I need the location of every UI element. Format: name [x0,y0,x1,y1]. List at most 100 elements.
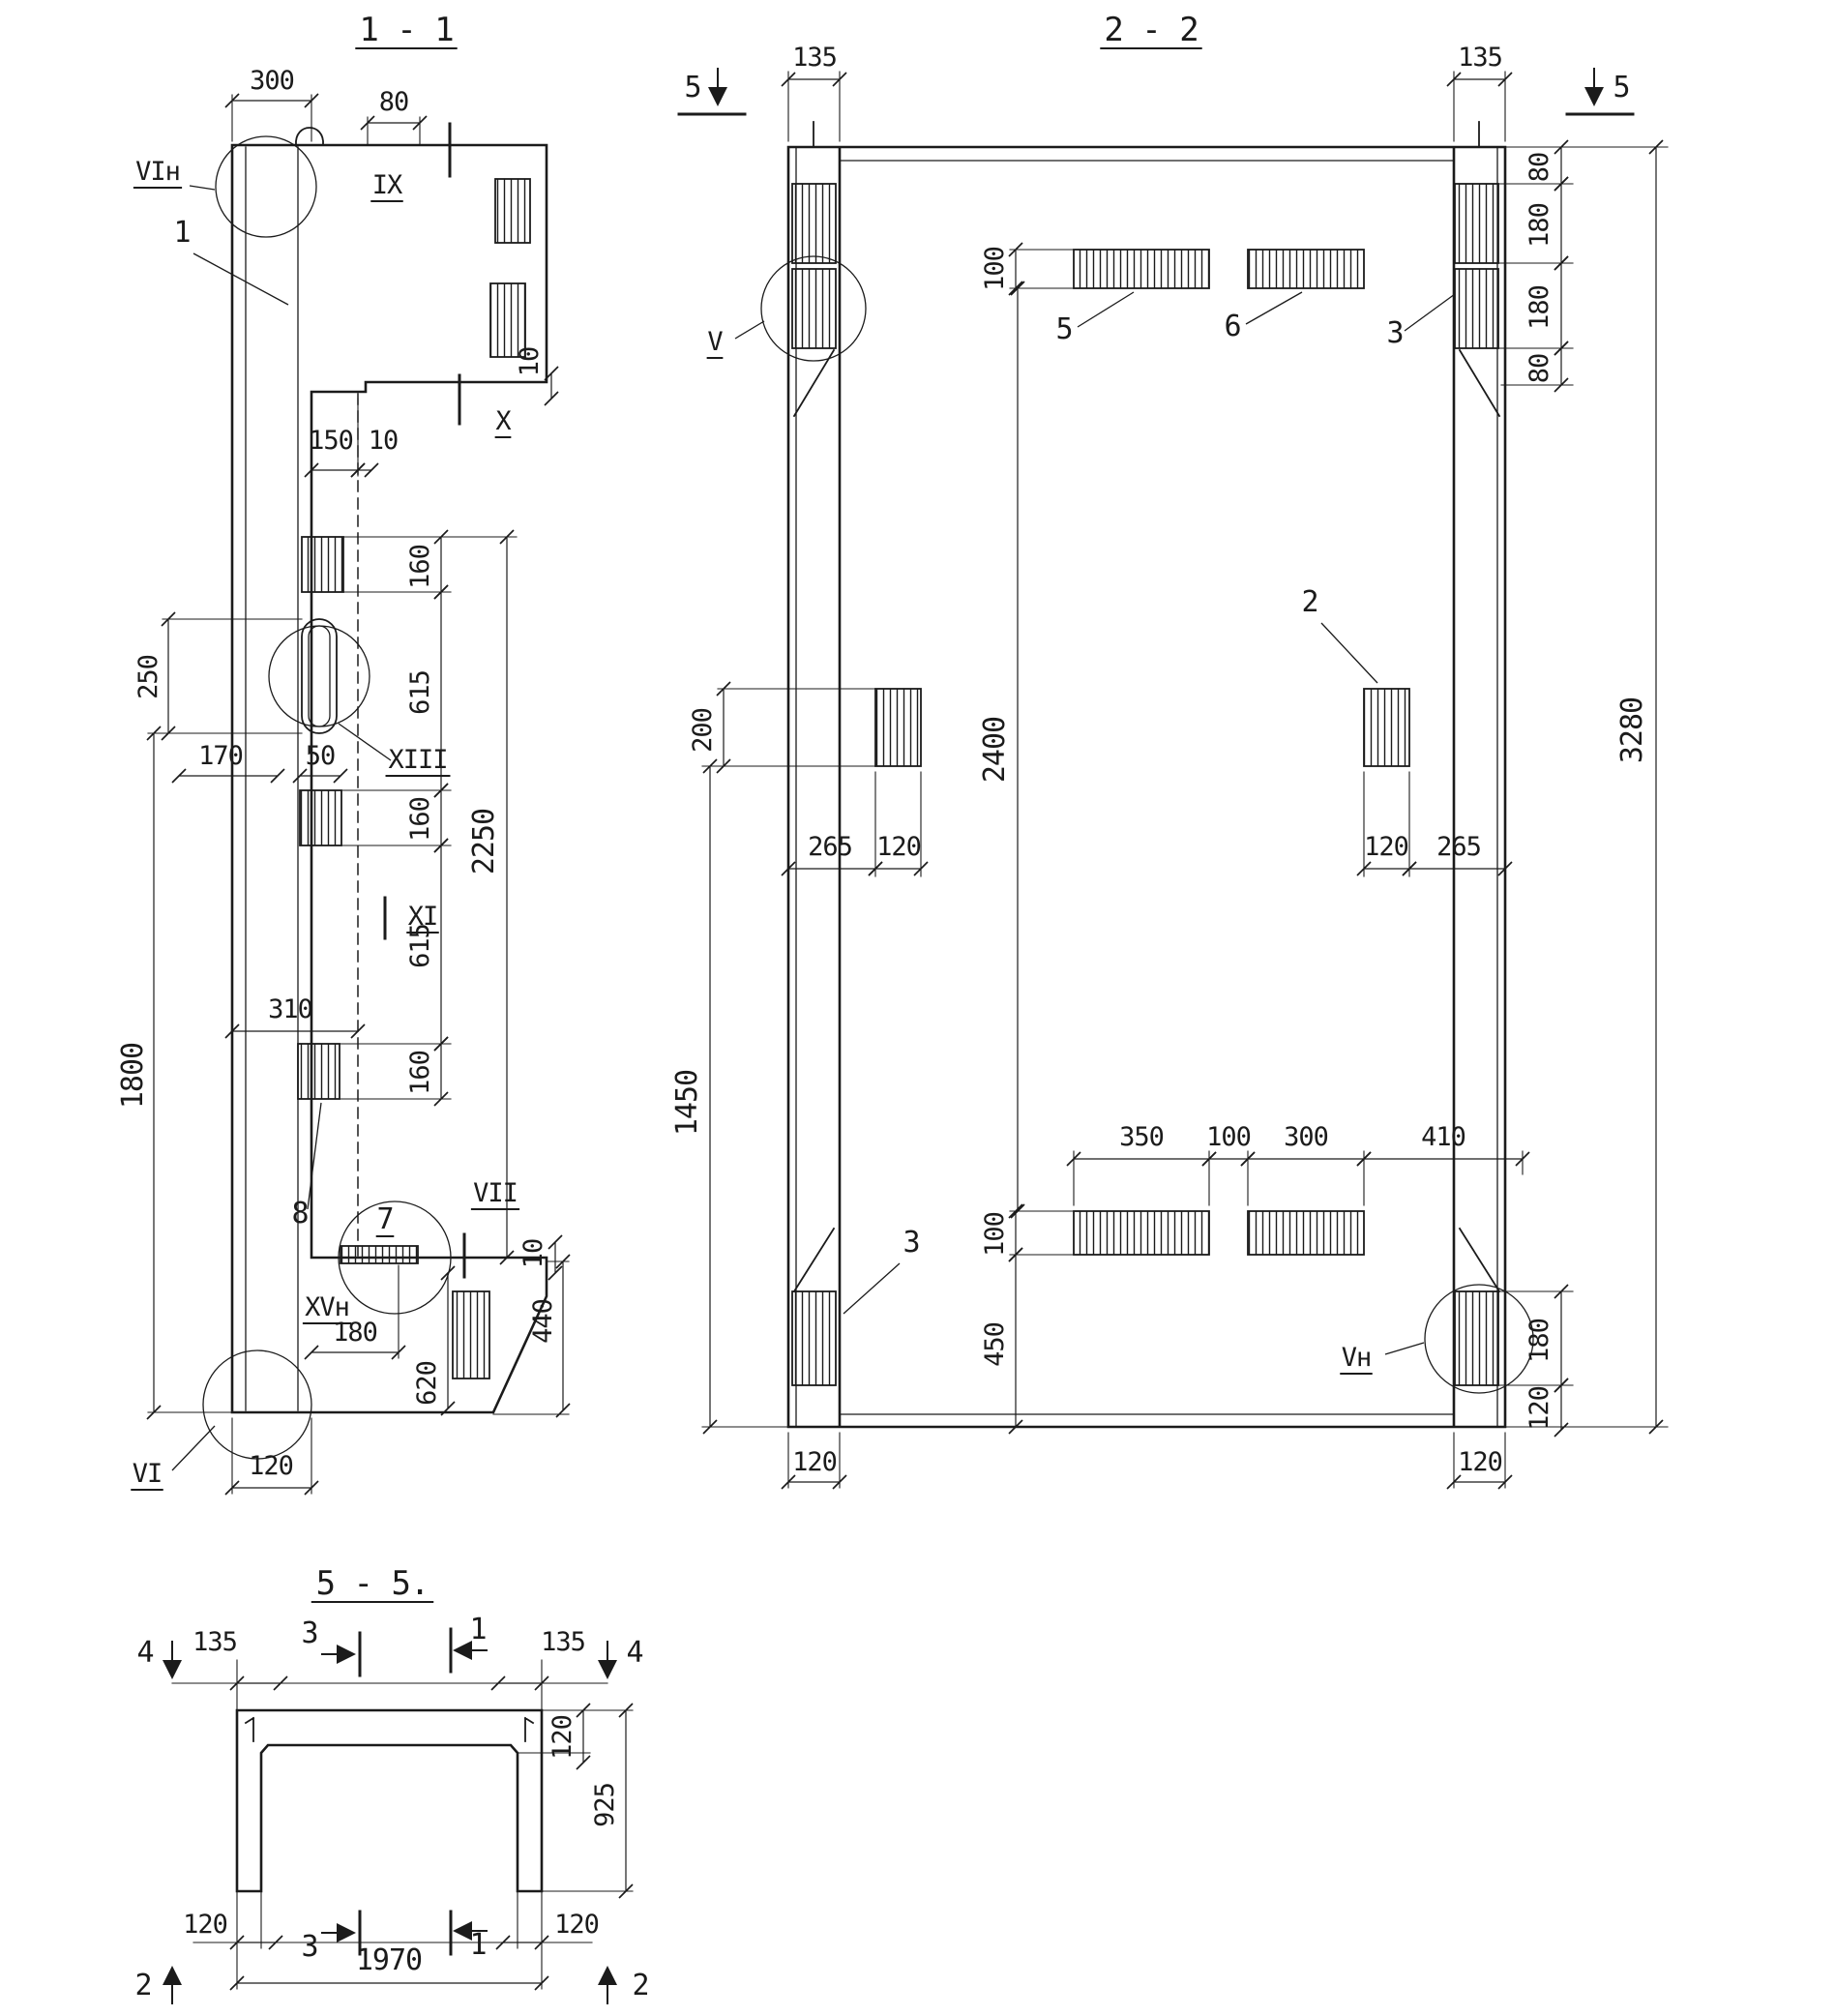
panel-inner-lines [245,146,299,1411]
dim-135-5L: 135 [192,1627,288,1691]
marker-4-R: 4 [598,1636,644,1679]
dim-180-Rb-text: 180 [1524,1319,1554,1363]
dim-160-2-text: 160 [405,797,435,842]
dim-180-11-text: 180 [333,1318,377,1348]
dim-120-R-text: 120 [1364,832,1408,862]
marker-4-L: 4 [136,1636,182,1679]
embedded-plate [1073,1210,1210,1256]
label-V-text: V [707,327,723,357]
marker-5-L: 5 [684,68,727,106]
part-2-text: 2 [1301,585,1317,619]
part-8-text: 8 [291,1197,308,1230]
section-2-2-view [677,71,1669,1489]
panel-edges [786,145,1507,1429]
dim-160-3: 160 [405,1036,449,1107]
dim-180-11: 180 [304,1318,406,1360]
part-1: 1 [173,216,289,306]
dim-615-2-text: 615 [405,924,435,968]
embedded-plate [874,688,922,767]
dim-120-Rb: 120 [1524,1378,1569,1438]
dim-350: 350 [1066,1122,1217,1167]
embedded-plate [1454,183,1499,264]
dim-265-R-text: 265 [1436,832,1481,862]
part-5: 5 [1055,291,1135,346]
dim-100-b2: 100 [980,1203,1023,1262]
dim-50-text: 50 [306,741,336,771]
dim-410: 410 [1356,1122,1530,1167]
part-7-text: 7 [376,1202,393,1236]
embedded-plate [1454,268,1499,349]
marker-4-L-text: 4 [136,1636,153,1670]
marker-1-top-text: 1 [469,1613,486,1646]
marker-5-R-text: 5 [1613,71,1629,104]
panel-inner-edges [795,146,1498,1428]
label-VIn-text: VIн [135,157,180,187]
marker-1-bottom-text: 1 [469,1928,486,1962]
dim-80-top: 80 [360,87,428,131]
dim-250: 250 [133,611,176,741]
marker-1-top: 1 [453,1613,488,1660]
dim-170-text: 170 [198,741,243,771]
marker-3-bottom: 3 [301,1923,356,1964]
dim-200: 200 [688,681,731,774]
dim-135-L-text: 135 [792,43,837,73]
dim-180-Rb: 180 [1524,1284,1569,1393]
dim-50: 50 [292,741,348,784]
marker-5-R: 5 [1584,68,1631,106]
part-6-text: 6 [1224,310,1240,343]
dim-10-vii-text: 10 [518,1239,548,1269]
embedded-plate [1247,249,1365,289]
label-XI-text: XI [408,902,438,932]
lifting-hooks [813,121,1480,148]
embedded-plate [452,1290,490,1379]
label-XVn-text: XVн [305,1292,349,1322]
dim-160-2: 160 [405,783,449,853]
dim-300-text: 300 [250,66,294,96]
dim-265-L: 265 [781,832,883,876]
dim-170: 170 [171,741,285,784]
dim-120-L: 120 [868,832,929,876]
embedded-plate [1454,1290,1499,1386]
marker-2-L-text: 2 [134,1969,151,2002]
part-3-top: 3 [1386,293,1456,350]
embedded-plate [791,183,837,264]
dim-180-R1-text: 180 [1524,203,1554,248]
section-cut-ticks [383,122,466,1279]
title-5-5: 5 - 5. [311,1564,434,1603]
dim-1970-text: 1970 [356,1943,422,1977]
dim-440-text: 440 [528,1299,558,1344]
section-cut-bars [358,1627,453,1956]
dim-1800-text: 1800 [116,1043,150,1109]
extension-lines [236,1659,634,1990]
detail-circle-V [760,255,867,362]
dim-160-1-text: 160 [405,545,435,589]
marker-2-L: 2 [134,1966,182,2004]
marker-2-R-text: 2 [632,1969,648,2002]
dim-620-text: 620 [412,1361,442,1406]
dim-1450: 1450 [670,758,718,1435]
marker-3-bottom-text: 3 [301,1930,317,1964]
label-X-text: X [495,406,511,436]
label-VIn: VIн [133,157,216,191]
embedded-plate [301,536,344,593]
part-7: 7 [375,1202,395,1237]
label-VI-text: VI [133,1459,163,1489]
dim-120-5r: 120 [548,1703,591,1770]
detail-circle-XIII [268,625,370,727]
label-VI: VI [131,1425,216,1491]
dim-100-b2-text: 100 [980,1212,1010,1257]
dim-120-bL: 120 [781,1447,847,1490]
label-V: V [706,320,765,359]
dim-10-top: 10 [515,347,559,406]
dim-120-bR-text: 120 [1458,1447,1502,1477]
title-1-1: 1 - 1 [355,11,458,49]
dim-80-top-text: 80 [379,87,409,117]
embedded-plate [791,1290,837,1386]
dim-180-R1: 180 [1524,176,1569,271]
label-X: X [494,406,512,438]
dim-120-5r-text: 120 [548,1715,577,1760]
part-3-bottom-text: 3 [903,1226,919,1260]
